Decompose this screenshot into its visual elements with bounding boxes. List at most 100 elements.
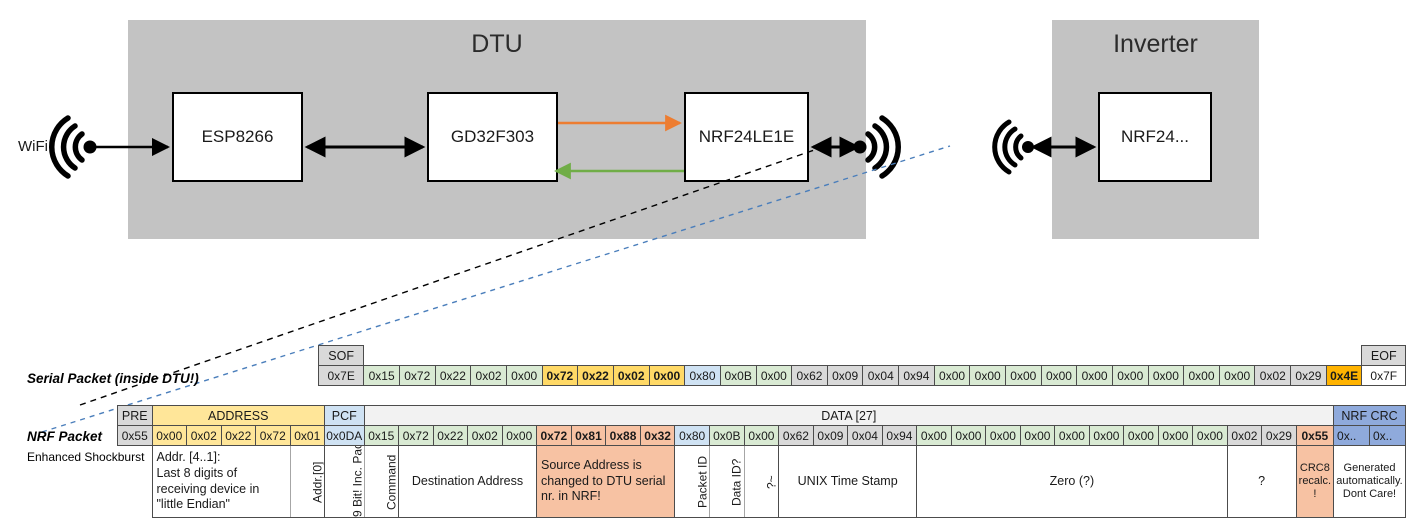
nrf-address-byte: 0x72 bbox=[255, 425, 291, 446]
serial-byte-cell: 0x00 bbox=[969, 365, 1006, 386]
serial-byte-cell: 0x72 bbox=[398, 365, 436, 386]
chip-gd32f303[interactable]: GD32F303 bbox=[427, 92, 558, 182]
serial-byte-cell: 0x22 bbox=[577, 365, 614, 386]
serial-byte-cell: 0x00 bbox=[1076, 365, 1113, 386]
serial-byte-cell: 0x15 bbox=[363, 365, 400, 386]
serial-byte-cell: 0x00 bbox=[1040, 365, 1078, 386]
nrf-value-row: 0x55 0x00 0x02 0x22 0x72 0x01 0x0DA 0x15… bbox=[117, 425, 1406, 446]
nrf-byte-cell: 0x81 bbox=[570, 425, 607, 446]
serial-byte-cell: 0x04 bbox=[862, 365, 900, 386]
desc-zero: Zero (?) bbox=[916, 445, 1228, 518]
desc-packet-length-text: 9 Bit! Inc. Packet Length bbox=[349, 445, 364, 518]
nrf-address-header: ADDRESS bbox=[151, 405, 325, 426]
nrf-packet-table: PRE ADDRESS PCF DATA [27] NRF CRC 0x55 0… bbox=[117, 405, 1406, 518]
nrf-byte-cell: 0x02 bbox=[467, 425, 503, 446]
desc-source-note: Source Address is changed to DTU serial … bbox=[535, 445, 676, 518]
serial-byte-cell: 0x02 bbox=[470, 365, 507, 386]
nrf-byte-cell: 0x55 bbox=[1295, 425, 1335, 446]
desc-source-note-text: Source Address is changed to DTU serial … bbox=[541, 458, 666, 504]
desc-spacer bbox=[118, 446, 153, 518]
serial-eof-value: 0x7F bbox=[1361, 365, 1406, 386]
nrf-byte-cell: 0x22 bbox=[432, 425, 468, 446]
serial-byte-cell: 0x00 bbox=[505, 365, 543, 386]
wifi-antenna-icon bbox=[49, 115, 97, 179]
nrf-address-byte: 0x00 bbox=[151, 425, 187, 446]
nrf-byte-cell: 0x04 bbox=[847, 425, 883, 446]
nrf-address-byte: 0x22 bbox=[220, 425, 256, 446]
serial-byte-cell: 0x94 bbox=[898, 365, 935, 386]
desc-address-note-l1: Addr. [4..1]:Last 8 digits of receiving … bbox=[156, 450, 260, 512]
nrf-crc-byte: 0x.. bbox=[1368, 425, 1406, 446]
desc-tilde: ?~ bbox=[744, 445, 779, 518]
nrf-byte-cell: 0x00 bbox=[916, 425, 952, 446]
chip-esp8266[interactable]: ESP8266 bbox=[172, 92, 303, 182]
nrf-byte-cell: 0x00 bbox=[743, 425, 780, 446]
nrf-byte-cell: 0x00 bbox=[950, 425, 987, 446]
nrf-pcf-value: 0x0DA bbox=[324, 425, 365, 446]
nrf-byte-cell: 0x72 bbox=[398, 425, 434, 446]
dtu-title: DTU bbox=[471, 30, 523, 58]
serial-byte-cell: 0x09 bbox=[826, 365, 864, 386]
wifi-label: WiFi bbox=[18, 138, 48, 155]
nrf-byte-cell: 0x02 bbox=[1226, 425, 1263, 446]
nrf-pre-value: 0x55 bbox=[117, 425, 153, 446]
serial-sof-header: SOF bbox=[317, 345, 365, 366]
serial-byte-cell: 0x22 bbox=[434, 365, 472, 386]
desc-question: ? bbox=[1226, 445, 1297, 518]
desc-data-id: Data ID? bbox=[709, 445, 745, 518]
serial-eof-header: EOF bbox=[1361, 345, 1406, 366]
nrf-address-byte: 0x02 bbox=[186, 425, 222, 446]
nrf-byte-cell: 0x09 bbox=[812, 425, 849, 446]
serial-byte-cell: 0x4E bbox=[1325, 365, 1363, 386]
nrf-byte-cell: 0x29 bbox=[1261, 425, 1297, 446]
nrf-header-row: PRE ADDRESS PCF DATA [27] NRF CRC bbox=[117, 405, 1406, 426]
serial-byte-cell: 0x0B bbox=[719, 365, 757, 386]
serial-byte-cell: 0x00 bbox=[1111, 365, 1149, 386]
serial-byte-cell: 0x00 bbox=[648, 365, 686, 386]
chip-gd32f303-label: GD32F303 bbox=[450, 127, 535, 146]
nrf-byte-cell: 0x00 bbox=[501, 425, 537, 446]
nrf-pre-header: PRE bbox=[117, 405, 153, 426]
desc-packet-length: 9 Bit! Inc. Packet Length bbox=[324, 445, 364, 518]
nrf-data-header: DATA [27] bbox=[363, 405, 1335, 426]
nrf-byte-cell: 0x0B bbox=[708, 425, 745, 446]
nrf-byte-cell: 0x00 bbox=[1123, 425, 1159, 446]
desc-unix-time: UNIX Time Stamp bbox=[778, 445, 918, 518]
nrf-addr0-value: 0x01 bbox=[289, 425, 325, 446]
serial-byte-cell: 0x00 bbox=[1147, 365, 1185, 386]
rf-antenna-icon-inverter bbox=[992, 119, 1034, 175]
nrf-byte-cell: 0x00 bbox=[1019, 425, 1056, 446]
chip-nrf24[interactable]: NRF24... bbox=[1098, 92, 1212, 182]
desc-addr0: Addr.[0] bbox=[290, 445, 325, 518]
chip-nrf24le1e-label: NRF24LE1E bbox=[698, 127, 795, 146]
serial-byte-cell: 0x00 bbox=[1218, 365, 1256, 386]
serial-byte-cell: 0x72 bbox=[541, 365, 579, 386]
desc-crc-auto-text: Generated automatically. Dont Care! bbox=[1336, 461, 1403, 501]
nrf-byte-cell: 0x32 bbox=[639, 425, 676, 446]
serial-byte-cell: 0x02 bbox=[612, 365, 650, 386]
nrf-byte-cell: 0x94 bbox=[881, 425, 918, 446]
nrf-byte-cell: 0x00 bbox=[1054, 425, 1090, 446]
serial-byte-cell: 0x29 bbox=[1290, 365, 1327, 386]
desc-crc-auto: Generated automatically. Dont Care! bbox=[1333, 445, 1406, 518]
serial-header-spacer bbox=[364, 346, 1362, 366]
nrf-byte-cell: 0x00 bbox=[1088, 425, 1125, 446]
serial-byte-cell: 0x62 bbox=[791, 365, 828, 386]
nrf-packet-label: NRF Packet bbox=[27, 429, 103, 444]
serial-sof-value: 0x7E bbox=[317, 365, 365, 386]
desc-address-note: Addr. [4..1]:Last 8 digits of receiving … bbox=[151, 445, 291, 518]
serial-packet-label: Serial Packet (inside DTU!) bbox=[27, 371, 199, 386]
desc-crc8-text: CRC8 recalc. ! bbox=[1298, 461, 1332, 501]
nrf-byte-cell: 0x00 bbox=[1157, 425, 1194, 446]
nrf-byte-cell: 0x00 bbox=[985, 425, 1021, 446]
chip-nrf24-label: NRF24... bbox=[1120, 127, 1190, 146]
serial-byte-cell: 0x00 bbox=[1005, 365, 1042, 386]
nrf-description-row: Addr. [4..1]:Last 8 digits of receiving … bbox=[118, 445, 1406, 518]
chip-nrf24le1e[interactable]: NRF24LE1E bbox=[684, 92, 809, 182]
nrf-pcf-header: PCF bbox=[324, 405, 365, 426]
nrf-byte-cell: 0x15 bbox=[363, 425, 399, 446]
desc-destination-address: Destination Address bbox=[398, 445, 537, 518]
desc-crc8: CRC8 recalc. ! bbox=[1295, 445, 1335, 518]
